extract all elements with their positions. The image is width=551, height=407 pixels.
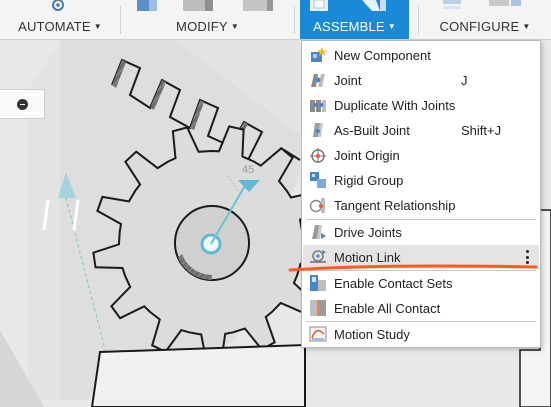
- axis-triad-arrow: [58, 172, 76, 198]
- menu-item-duplicate-with-joints[interactable]: Duplicate With Joints: [303, 93, 539, 117]
- side-body: [0, 330, 44, 407]
- toolbar-separator: [294, 6, 295, 34]
- joint-icon: [309, 71, 327, 89]
- modify-label: MODIFY▼: [176, 19, 239, 34]
- menu-item-label: Tangent Relationship: [334, 197, 456, 213]
- menu-item-label: New Component: [334, 47, 431, 63]
- joint-origin-icon: [309, 146, 327, 164]
- motion-study-icon: [309, 325, 327, 343]
- hub-shadow: [178, 254, 212, 281]
- menu-item-motion-study[interactable]: Motion Study: [303, 322, 539, 346]
- menu-item-label: Duplicate With Joints: [334, 97, 456, 113]
- assemble-icon: [310, 0, 386, 11]
- construction-axis: [65, 197, 119, 401]
- enable-all-contact-icon: [309, 299, 327, 317]
- menu-item-as-built-joint[interactable]: As-Built Joint Shift+J: [303, 118, 539, 142]
- menu-separator: [306, 219, 536, 220]
- menu-item-shortcut: J: [461, 72, 468, 88]
- assemble-label: ASSEMBLE▼: [313, 19, 396, 34]
- configure-icons: [419, 0, 551, 14]
- as-built-joint-icon: [309, 121, 327, 139]
- menu-item-rigid-group[interactable]: Rigid Group: [303, 168, 539, 192]
- menu-item-label: Rigid Group: [334, 172, 404, 188]
- more-options-icon[interactable]: [525, 250, 529, 264]
- configure-label: CONFIGURE▼: [439, 19, 531, 34]
- drive-joints-icon: [309, 223, 327, 241]
- modify-icons: [121, 0, 294, 14]
- automate-icons: [0, 0, 120, 14]
- enable-contact-sets-icon: [309, 274, 327, 292]
- menu-item-label: Enable Contact Sets: [334, 275, 453, 291]
- collapse-panel-button[interactable]: [0, 89, 45, 119]
- menu-separator: [306, 321, 536, 322]
- angle-dimension-label: 45: [242, 164, 254, 176]
- toolbar-separator: [418, 6, 419, 34]
- assemble-dropdown-menu: New Component Joint J Duplicate With Joi…: [301, 40, 541, 348]
- menu-item-label: Enable All Contact: [334, 300, 441, 316]
- joint-axis-line: [210, 183, 247, 245]
- axis-marker: [72, 199, 80, 231]
- axis-marker: [42, 199, 50, 231]
- menu-item-label: Motion Link: [334, 249, 401, 265]
- menu-item-label: Joint: [334, 72, 362, 88]
- menu-item-label: Joint Origin: [334, 147, 400, 163]
- menu-separator: [306, 270, 536, 271]
- toolbar-separator: [120, 6, 121, 34]
- menu-item-enable-contact-sets[interactable]: Enable Contact Sets: [303, 271, 539, 295]
- automate-label: AUTOMATE▼: [18, 19, 102, 34]
- menu-item-drive-joints[interactable]: Drive Joints: [303, 220, 539, 244]
- menu-item-label: Drive Joints: [334, 224, 402, 240]
- rigid-group-icon: [309, 171, 327, 189]
- assemble-icons: [300, 0, 409, 14]
- menu-item-enable-all-contact[interactable]: Enable All Contact: [303, 296, 539, 320]
- base-plate[interactable]: [90, 343, 306, 407]
- menu-item-tangent-relationship[interactable]: Tangent Relationship: [303, 193, 539, 217]
- tangent-relationship-icon: [309, 196, 327, 214]
- minus-circle-icon: [16, 98, 28, 110]
- duplicate-with-joints-icon: [309, 96, 327, 114]
- menu-item-joint[interactable]: Joint J: [303, 68, 539, 92]
- motion-link-icon: [309, 248, 327, 266]
- menu-item-joint-origin[interactable]: Joint Origin: [303, 143, 539, 167]
- toolbar: AUTOMATE▼ MODIFY▼: [0, 0, 551, 40]
- menu-item-label: Motion Study: [334, 326, 410, 342]
- annotation-underline: [288, 264, 538, 272]
- automate-group[interactable]: AUTOMATE▼: [0, 0, 120, 39]
- configure-icon: [443, 0, 521, 9]
- menu-item-new-component[interactable]: New Component: [303, 43, 539, 67]
- modify-icon: [137, 0, 273, 11]
- modify-group[interactable]: MODIFY▼: [121, 0, 294, 39]
- dimension-guide: [227, 175, 239, 191]
- menu-item-shortcut: Shift+J: [461, 122, 502, 138]
- menu-item-label: As-Built Joint: [334, 122, 410, 138]
- rotation-manipulator-arrow[interactable]: [238, 180, 260, 192]
- right-body: [519, 209, 551, 407]
- assemble-group[interactable]: ASSEMBLE▼: [300, 0, 409, 39]
- new-component-icon: [309, 46, 327, 64]
- configure-group[interactable]: CONFIGURE▼: [419, 0, 551, 39]
- automate-icon: [52, 0, 64, 11]
